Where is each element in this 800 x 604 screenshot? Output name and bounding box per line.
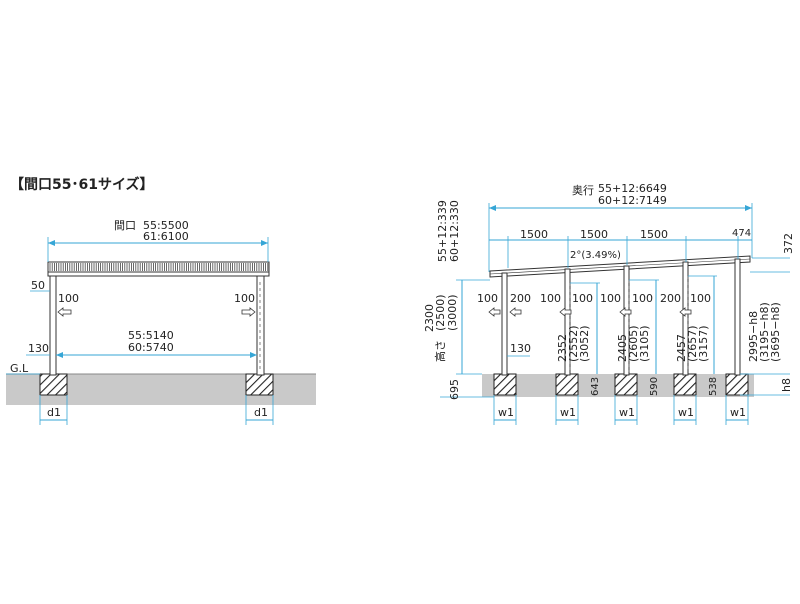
- post-h2-c: (3105): [638, 325, 651, 362]
- embed-590: 590: [649, 377, 660, 396]
- foundation-1: [493, 373, 517, 396]
- w1-label: w1: [619, 406, 635, 419]
- height-3: (3000): [446, 294, 459, 331]
- post-height-3: 2457 (2657) (3157): [675, 275, 717, 374]
- section-title: 【間口55･61サイズ】: [10, 176, 154, 193]
- gap-5: 100: [600, 292, 621, 305]
- post-height-2: 2405 (2605) (3105): [616, 279, 659, 374]
- arrow-post-4: [619, 307, 632, 317]
- dim-130-front: 130: [28, 342, 49, 355]
- height-label: 高さ: [433, 340, 447, 362]
- height-2: (2500): [434, 294, 447, 331]
- arrow-right-100: [241, 307, 256, 317]
- embed-695: 695: [448, 379, 461, 400]
- side-post-5: [734, 258, 741, 376]
- post-h4-a: 2995−h8: [747, 311, 760, 362]
- depth-label: 奥行: [572, 183, 594, 197]
- foundation-left: [39, 373, 68, 396]
- offset-left-2: 60+12:330: [448, 200, 461, 262]
- dim-372: 372: [782, 233, 795, 254]
- arrow-post-2: [509, 307, 522, 317]
- post-h3-b: (2657): [686, 325, 699, 362]
- dim-50: 50: [31, 279, 45, 292]
- slope-label: 2°(3.49%): [570, 250, 621, 261]
- dim-100-right: 100: [234, 292, 255, 305]
- w1-label: w1: [678, 406, 694, 419]
- post-h1-c: (3052): [578, 325, 591, 362]
- gap-7: 200: [660, 292, 681, 305]
- depth-2: 60+12:7149: [598, 194, 667, 207]
- gap-6: 100: [632, 292, 653, 305]
- foundation-right: [245, 373, 274, 396]
- inner-60: 60:5740: [128, 341, 174, 354]
- gap-3: 100: [540, 292, 561, 305]
- post-height-1: 2352 (2552) (3052): [556, 282, 600, 374]
- embed-h8: h8: [780, 378, 793, 392]
- dim-100-left: 100: [58, 292, 79, 305]
- height-1: 2300: [423, 304, 436, 332]
- post-h3-c: (3157): [697, 325, 710, 362]
- span-1: 1500: [520, 228, 548, 241]
- gap-4: 100: [572, 292, 593, 305]
- post-h1-a: 2352: [556, 334, 569, 362]
- front-width-61: 61:6100: [143, 230, 189, 243]
- gl-label: G.L: [10, 362, 29, 375]
- gap-2: 200: [510, 292, 531, 305]
- span-2: 1500: [580, 228, 608, 241]
- w1-label: w1: [498, 406, 514, 419]
- arrow-post-3: [559, 307, 572, 317]
- side-view: 奥行 55+12:6649 60+12:7149 55+12:339 60+12…: [423, 182, 795, 425]
- offset-left-1: 55+12:339: [436, 200, 449, 262]
- side-post-1: [501, 272, 508, 376]
- post-h2-a: 2405: [616, 334, 629, 362]
- gap-1: 100: [477, 292, 498, 305]
- foundation-5: [725, 373, 749, 396]
- foundation-3: [614, 373, 638, 396]
- span-3: 1500: [640, 228, 668, 241]
- w1-label: w1: [730, 406, 746, 419]
- post-h2-b: (2605): [627, 325, 640, 362]
- front-width-55: 55:5500: [143, 219, 189, 232]
- embed-643: 643: [590, 377, 601, 396]
- foundation-4: [673, 373, 697, 396]
- post-height-4: 2995−h8 (3195−h8) (3695−h8) h8: [740, 302, 793, 396]
- w1-dims: w1 w1 w1 w1 w1: [493, 395, 749, 425]
- front-view: 間口 55:5500 61:6100 50 100 100 55:5140 60…: [6, 219, 316, 425]
- front-width-label: 間口: [114, 219, 136, 232]
- side-post-3: [623, 265, 630, 376]
- post-h4-c: (3695−h8): [769, 302, 782, 362]
- arrow-post-5: [679, 307, 692, 317]
- post-h4-b: (3195−h8): [758, 302, 771, 362]
- dim-130-side: 130: [510, 342, 531, 355]
- d1-right: d1: [254, 406, 268, 419]
- front-post-left: [49, 275, 57, 376]
- arrow-left-100: [57, 307, 72, 317]
- post-h3-a: 2457: [675, 334, 688, 362]
- foundation-2: [555, 373, 579, 396]
- d1-left: d1: [47, 406, 61, 419]
- post-h1-b: (2552): [567, 325, 580, 362]
- gap-8: 100: [690, 292, 711, 305]
- embed-538: 538: [708, 377, 719, 396]
- w1-label: w1: [560, 406, 576, 419]
- arrow-post-1: [488, 307, 501, 317]
- depth-1: 55+12:6649: [598, 182, 667, 195]
- roof-corrugation: [49, 263, 269, 271]
- span-end: 474: [732, 228, 751, 239]
- front-post-right: [256, 275, 265, 376]
- inner-55: 55:5140: [128, 329, 174, 342]
